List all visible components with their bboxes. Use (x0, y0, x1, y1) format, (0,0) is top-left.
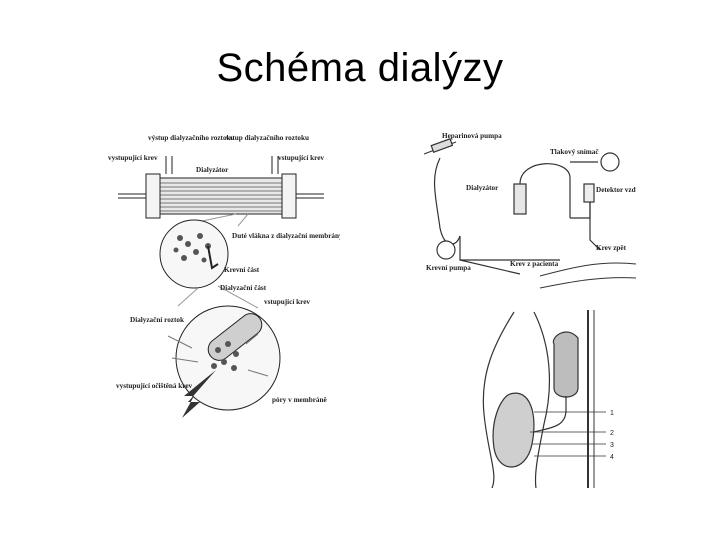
label-blood-in: vstupující krev (278, 154, 324, 162)
label-number-4: 4 (610, 454, 614, 461)
label-heparin-pump: Heparinová pumpa (442, 132, 502, 140)
label-blood-from-patient: Krev z pacienta (510, 260, 559, 268)
label-dialysis-part: Dialyzační část (220, 284, 267, 292)
label-pores: póry v membráně (272, 396, 327, 404)
label-dialysis-solution: Dialyzační roztok (130, 316, 184, 324)
label-blood-return: Krev zpět (596, 244, 627, 252)
label-dialyzer: Dialyzátor (196, 166, 229, 174)
label-air-detector: Detektor vzduchu (596, 186, 636, 194)
label-entering-blood: vstupující krev (264, 298, 310, 306)
label-pressure-sensor: Tlakový snímač (550, 148, 599, 156)
label-dialyzer-circuit: Dialyzátor (466, 184, 499, 192)
label-blood-out: vystupující krev (108, 154, 158, 162)
peritoneal-dialysis-diagram: 1 2 3 4 (482, 310, 614, 488)
label-number-2: 2 (610, 430, 614, 437)
page-title: Schéma dialýzy (216, 46, 504, 90)
label-number-3: 3 (610, 442, 614, 449)
label-dialysate-out: výstup dialyzačního roztoku (148, 134, 235, 142)
label-blood-pump: Krevní pumpa (426, 264, 471, 272)
dialysis-circuit-diagram: Heparinová pumpa Tlakový snímač Detektor… (423, 132, 636, 289)
hemodialyzer-diagram: výstup dialyzačního roztoku vstup dialyz… (108, 134, 340, 418)
label-blood-part: Krevní část (224, 266, 260, 274)
label-number-1: 1 (610, 410, 614, 417)
label-cleaned-blood: vystupující očištěná krev (116, 382, 193, 390)
label-dialysate-in: vstup dialyzačního roztoku (226, 134, 309, 142)
label-fibers: Duté vlákna z dialyzační membrány (232, 232, 340, 240)
